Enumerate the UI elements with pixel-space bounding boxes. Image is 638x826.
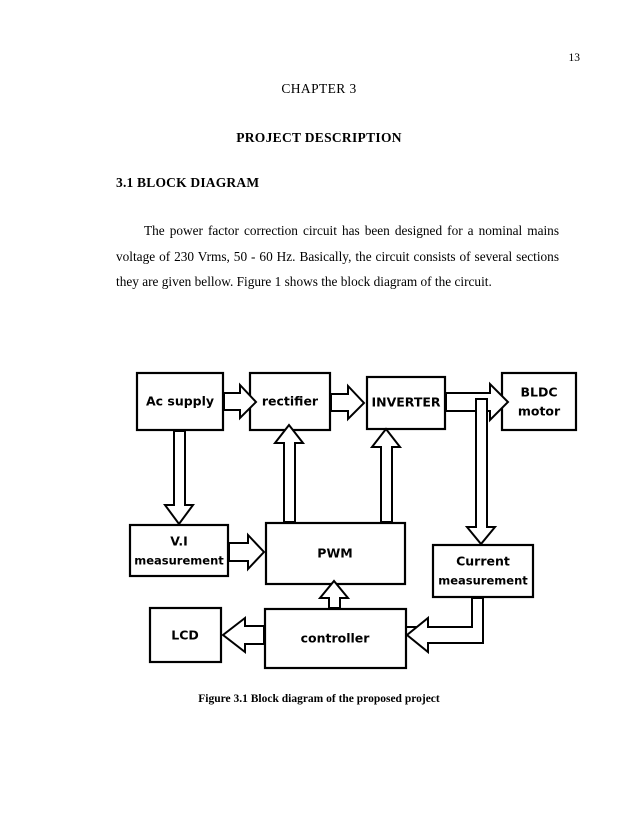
pwm-label: PWM xyxy=(317,546,352,561)
connector-current-controller-path xyxy=(400,597,479,628)
arrow-ac-supply-to-vi-measurement xyxy=(163,430,195,526)
figure-caption: Figure 3.1 Block diagram of the proposed… xyxy=(198,693,440,705)
inverter-label: INVERTER xyxy=(371,395,440,410)
section-heading: 3.1 BLOCK DIAGRAM xyxy=(116,175,260,190)
block-diagram-figure: Ac supply rectifier INVERTER BLDC motor … xyxy=(0,355,638,685)
page-title: PROJECT DESCRIPTION xyxy=(236,130,402,145)
arrow-pwm-to-inverter xyxy=(369,427,403,523)
block-vi-measurement: V.I measurement xyxy=(128,523,230,578)
page-number: 13 xyxy=(568,52,581,64)
vi-measurement-box xyxy=(128,523,230,578)
arrow-vi-measurement-to-pwm xyxy=(228,532,266,572)
block-pwm: PWM xyxy=(264,521,407,586)
pwm-box xyxy=(264,521,407,586)
arrow-current-measurement-to-controller xyxy=(405,597,484,655)
current-measurement-label-line2: measurement xyxy=(438,574,528,588)
arrow-pwm-to-rectifier xyxy=(272,423,306,523)
block-current-measurement: Current measurement xyxy=(431,543,535,599)
bldc-motor-box xyxy=(500,371,578,432)
vi-measurement-label-line2: measurement xyxy=(134,554,224,568)
chapter-heading: CHAPTER 3 xyxy=(281,81,357,96)
arrow-controller-to-pwm xyxy=(317,579,351,609)
block-controller: controller xyxy=(263,607,408,670)
current-measurement-label-line1: Current xyxy=(456,554,510,569)
block-lcd: LCD xyxy=(148,606,223,664)
arrow-controller-to-lcd xyxy=(221,615,265,655)
block-ac-supply: Ac supply xyxy=(135,371,225,432)
inverter-box xyxy=(365,375,447,431)
block-inverter: INVERTER xyxy=(365,375,447,431)
block-bldc-motor: BLDC motor xyxy=(500,371,578,432)
controller-box xyxy=(263,607,408,670)
block-rectifier: rectifier xyxy=(248,371,332,432)
ac-supply-label: Ac supply xyxy=(146,394,214,409)
arrow-inverter-to-current-measurement xyxy=(464,398,498,546)
bldc-motor-label-line2: motor xyxy=(518,404,561,419)
current-measurement-box xyxy=(431,543,535,599)
arrow-ac-supply-to-rectifier xyxy=(223,382,258,421)
arrow-rectifier-to-inverter xyxy=(330,383,366,422)
body-paragraph: The power factor correction circuit has … xyxy=(116,223,559,289)
lcd-label: LCD xyxy=(171,628,199,643)
bldc-motor-label-line1: BLDC xyxy=(520,385,557,400)
rectifier-label: rectifier xyxy=(262,394,319,409)
vi-measurement-label-line1: V.I xyxy=(170,534,187,549)
controller-label: controller xyxy=(301,631,371,646)
lcd-box xyxy=(148,606,223,664)
